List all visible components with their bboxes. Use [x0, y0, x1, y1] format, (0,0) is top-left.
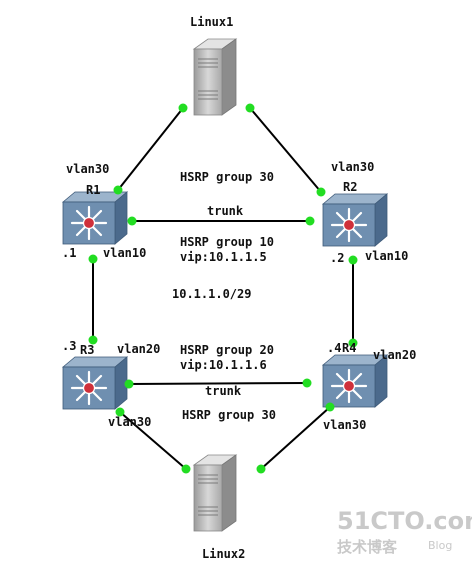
port-dot	[256, 464, 266, 474]
link-linux1-r2	[249, 107, 322, 193]
port-dot	[124, 379, 134, 389]
port-dot	[305, 216, 315, 226]
port-dot	[88, 254, 98, 264]
label-r2-address: .2	[330, 251, 344, 265]
label-r3-address: .3	[62, 339, 76, 353]
port-dot	[88, 335, 98, 345]
label-trunk-top: trunk	[207, 204, 244, 218]
port-dots	[88, 103, 358, 474]
label-r1-vlan10: vlan10	[103, 246, 146, 260]
server-linux1[interactable]	[193, 38, 237, 116]
link-r3-r4-trunk	[128, 382, 308, 385]
label-hsrp-group-10: HSRP group 10	[180, 235, 274, 249]
label-r4-address: .4	[327, 341, 341, 355]
label-r3-vlan20: vlan20	[117, 342, 160, 356]
port-dot	[181, 464, 191, 474]
label-r4-vlan20: vlan20	[373, 348, 416, 362]
label-vip-20: vip:10.1.1.6	[180, 358, 267, 372]
label-r4-vlan30: vlan30	[323, 418, 366, 432]
label-r3: R3	[80, 343, 94, 357]
switch-r3[interactable]	[61, 355, 129, 411]
switch-r4[interactable]	[321, 353, 389, 409]
label-r2-vlan30: vlan30	[331, 160, 374, 174]
label-subnet: 10.1.1.0/29	[172, 287, 251, 301]
label-linux1: Linux1	[190, 15, 233, 29]
label-trunk-bottom: trunk	[205, 384, 242, 398]
label-r2-vlan10: vlan10	[365, 249, 408, 263]
label-hsrp-group-30-bottom: HSRP group 30	[182, 408, 276, 422]
link-linux1-r1	[117, 107, 184, 191]
watermark-subtitle: 技术博客	[337, 538, 398, 556]
label-r3-vlan30: vlan30	[108, 415, 151, 429]
label-r1-vlan30: vlan30	[66, 162, 109, 176]
watermark-brand: 51CTO.com	[337, 507, 472, 535]
link-r4-linux2	[260, 406, 331, 470]
port-dot	[325, 402, 335, 412]
port-dot	[245, 103, 255, 113]
port-dot	[348, 255, 358, 265]
label-hsrp-group-30-top: HSRP group 30	[180, 170, 274, 184]
label-vip-10: vip:10.1.1.5	[180, 250, 267, 264]
port-dot	[348, 338, 358, 348]
label-r2: R2	[343, 180, 357, 194]
watermark-blog: Blog	[428, 539, 452, 552]
label-r4: R4	[342, 341, 356, 355]
watermark: 51CTO.com 技术博客 Blog	[337, 507, 472, 556]
port-dot	[127, 216, 137, 226]
port-dot	[302, 378, 312, 388]
label-r1-address: .1	[62, 246, 76, 260]
label-hsrp-group-20: HSRP group 20	[180, 343, 274, 357]
label-linux2: Linux2	[202, 547, 245, 561]
switch-r2[interactable]	[321, 192, 389, 248]
server-linux2[interactable]	[193, 454, 237, 532]
port-dot	[178, 103, 188, 113]
port-dot	[316, 187, 326, 197]
label-r1: R1	[86, 183, 100, 197]
switch-r1[interactable]	[61, 190, 129, 246]
links	[92, 107, 354, 470]
port-dot	[115, 407, 125, 417]
port-dot	[113, 185, 123, 195]
link-r3-linux2	[119, 411, 187, 470]
